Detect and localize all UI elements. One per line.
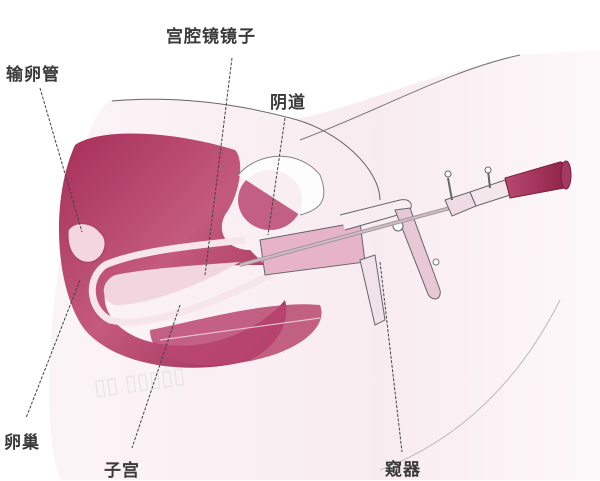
leader-speculum	[379, 261, 403, 453]
leader-ovary	[25, 279, 81, 419]
hysteroscope	[239, 160, 572, 267]
leader-uterus	[131, 304, 181, 449]
label-hysteroscope: 宫腔镜镜子	[166, 27, 256, 47]
ovary-shape	[67, 222, 107, 264]
uterus-region	[58, 133, 322, 368]
label-ovary: 卵巢	[4, 433, 40, 453]
label-speculum: 窥器	[385, 460, 421, 480]
label-uterus: 子宫	[104, 461, 140, 481]
leader-lines	[25, 57, 403, 453]
leader-fallopian-tube	[39, 87, 83, 233]
label-vagina: 阴道	[270, 93, 306, 113]
speculum	[259, 199, 441, 326]
leader-vagina	[267, 117, 286, 236]
leader-hysteroscope	[204, 57, 233, 276]
label-fallopian-tube: 输卵管	[6, 65, 60, 85]
